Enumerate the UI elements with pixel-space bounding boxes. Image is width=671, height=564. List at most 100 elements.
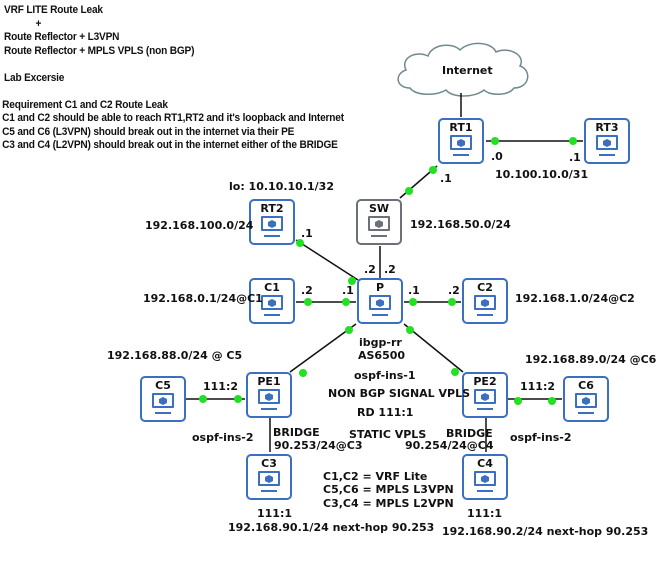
node-c2[interactable]: C2 [462, 278, 508, 324]
ospf-label: ospf-ins-1 [354, 369, 416, 382]
node-pe2[interactable]: PE2 [462, 372, 508, 418]
node-c5[interactable]: C5 [140, 376, 186, 422]
interface-label: .0 [491, 150, 503, 163]
port-dot [548, 397, 556, 405]
ospf-label: ospf-ins-2 [510, 431, 572, 444]
node-label: PE1 [257, 375, 281, 388]
bridge-label: BRIDGE [273, 426, 320, 439]
port-dot [409, 298, 417, 306]
node-c3[interactable]: C3 [246, 454, 292, 500]
port-dot [199, 395, 207, 403]
node-label: RT1 [449, 121, 473, 134]
monitor-icon [152, 393, 174, 408]
bridge-ip-label: 90.253/24@C3 [274, 439, 363, 452]
interface-label: .2 [384, 263, 396, 276]
node-rt2[interactable]: RT2 [249, 199, 295, 245]
legend-line: C5,C6 = MPLS L3VPN [323, 483, 454, 496]
node-label: RT2 [260, 202, 284, 215]
network-label: 192.168.50.0/24 [410, 218, 511, 231]
rd-label: 111:1 [257, 507, 293, 520]
node-sw[interactable]: SW [356, 199, 402, 245]
monitor-icon [261, 295, 283, 310]
network-label: 192.168.1.0/24@C2 [515, 292, 635, 305]
link-p-pe1 [289, 323, 357, 373]
node-c1[interactable]: C1 [249, 278, 295, 324]
note-line: Route Reflector + MPLS VPLS (non BGP) [4, 44, 195, 57]
bridge-ip-label: 90.254/24@C4 [405, 439, 494, 452]
note-line: C1 and C2 should be able to reach RT1,RT… [2, 112, 344, 124]
network-label: 192.168.90.1/24 next-hop 90.253 [228, 521, 435, 534]
port-dot [348, 277, 356, 285]
monitor-icon [474, 295, 496, 310]
cloud-label: Internet [442, 64, 493, 77]
port-dot [342, 298, 350, 306]
node-label: C1 [264, 281, 280, 294]
port-dot [296, 239, 304, 247]
node-p[interactable]: P [357, 278, 403, 324]
interface-label: .1 [408, 284, 420, 297]
interface-label: .1 [440, 172, 452, 185]
port-dot [405, 187, 413, 195]
port-dot [345, 326, 353, 334]
port-dot [491, 137, 499, 145]
node-label: C4 [477, 457, 493, 470]
note-line: C3 and C4 (L2VPN) should break out in th… [2, 139, 338, 151]
network-label: 192.168.90.2/24 next-hop 90.253 [442, 525, 649, 538]
note-line: + [4, 17, 42, 30]
vpls-label: NON BGP SIGNAL VPLS [328, 387, 471, 400]
port-dot [234, 395, 242, 403]
note-line: Requirement C1 and C2 Route Leak [2, 98, 168, 111]
note-line: VRF LITE Route Leak [4, 4, 103, 16]
port-dot [569, 137, 577, 145]
link-p-pe2 [403, 323, 464, 373]
internet-cloud-icon [397, 42, 529, 97]
monitor-icon [596, 135, 618, 150]
interface-label: .1 [342, 284, 354, 297]
network-label: 192.168.88.0/24 @ C5 [107, 349, 243, 362]
ospf-label: ospf-ins-2 [192, 431, 254, 444]
node-pe1[interactable]: PE1 [246, 372, 292, 418]
monitor-icon [474, 471, 496, 486]
monitor-icon [450, 135, 472, 150]
legend-line: C3,C4 = MPLS L2VPN [323, 497, 454, 510]
monitor-icon [575, 393, 597, 408]
rd-label: 111:1 [467, 507, 503, 520]
note-line [4, 85, 344, 99]
node-c4[interactable]: C4 [462, 454, 508, 500]
static-vpls-label: STATIC VPLS [349, 428, 427, 441]
monitor-icon [261, 216, 283, 231]
note-line: Lab Excersie [4, 71, 65, 84]
node-rt3[interactable]: RT3 [584, 118, 630, 164]
node-label: P [375, 281, 385, 294]
network-label: 192.168.0.1/24@C1 [143, 292, 263, 305]
monitor-icon [368, 216, 390, 231]
port-dot [448, 298, 456, 306]
monitor-icon [258, 389, 280, 404]
rd-label: 111:2 [203, 380, 239, 393]
note-line: C5 and C6 (L3VPN) should break out in th… [2, 125, 295, 138]
network-label: 10.100.10.0/31 [495, 168, 589, 181]
loopback-label: lo: 10.10.10.1/32 [229, 180, 334, 193]
port-dot [429, 166, 437, 174]
node-rt1[interactable]: RT1 [438, 118, 484, 164]
legend-line: C1,C2 = VRF Lite [323, 470, 428, 483]
monitor-icon [369, 295, 391, 310]
port-dot [451, 368, 459, 376]
note-line: Route Reflector + L3VPN [4, 31, 120, 43]
monitor-icon [474, 389, 496, 404]
port-dot [514, 397, 522, 405]
node-label: C2 [477, 281, 493, 294]
network-label: 192.168.89.0/24 @C6 [525, 353, 657, 366]
port-dot [406, 326, 414, 334]
bridge-label: BRIDGE [446, 427, 493, 440]
node-c6[interactable]: C6 [563, 376, 609, 422]
node-label: C3 [261, 457, 277, 470]
node-label: SW [368, 202, 390, 215]
lab-notes: VRF LITE Route Leak + Route Reflector + … [2, 4, 344, 153]
rd-label: RD 111:1 [357, 406, 414, 419]
node-label: C6 [578, 379, 594, 392]
network-label: 192.168.100.0/24 [145, 219, 254, 232]
note-line [4, 58, 344, 72]
